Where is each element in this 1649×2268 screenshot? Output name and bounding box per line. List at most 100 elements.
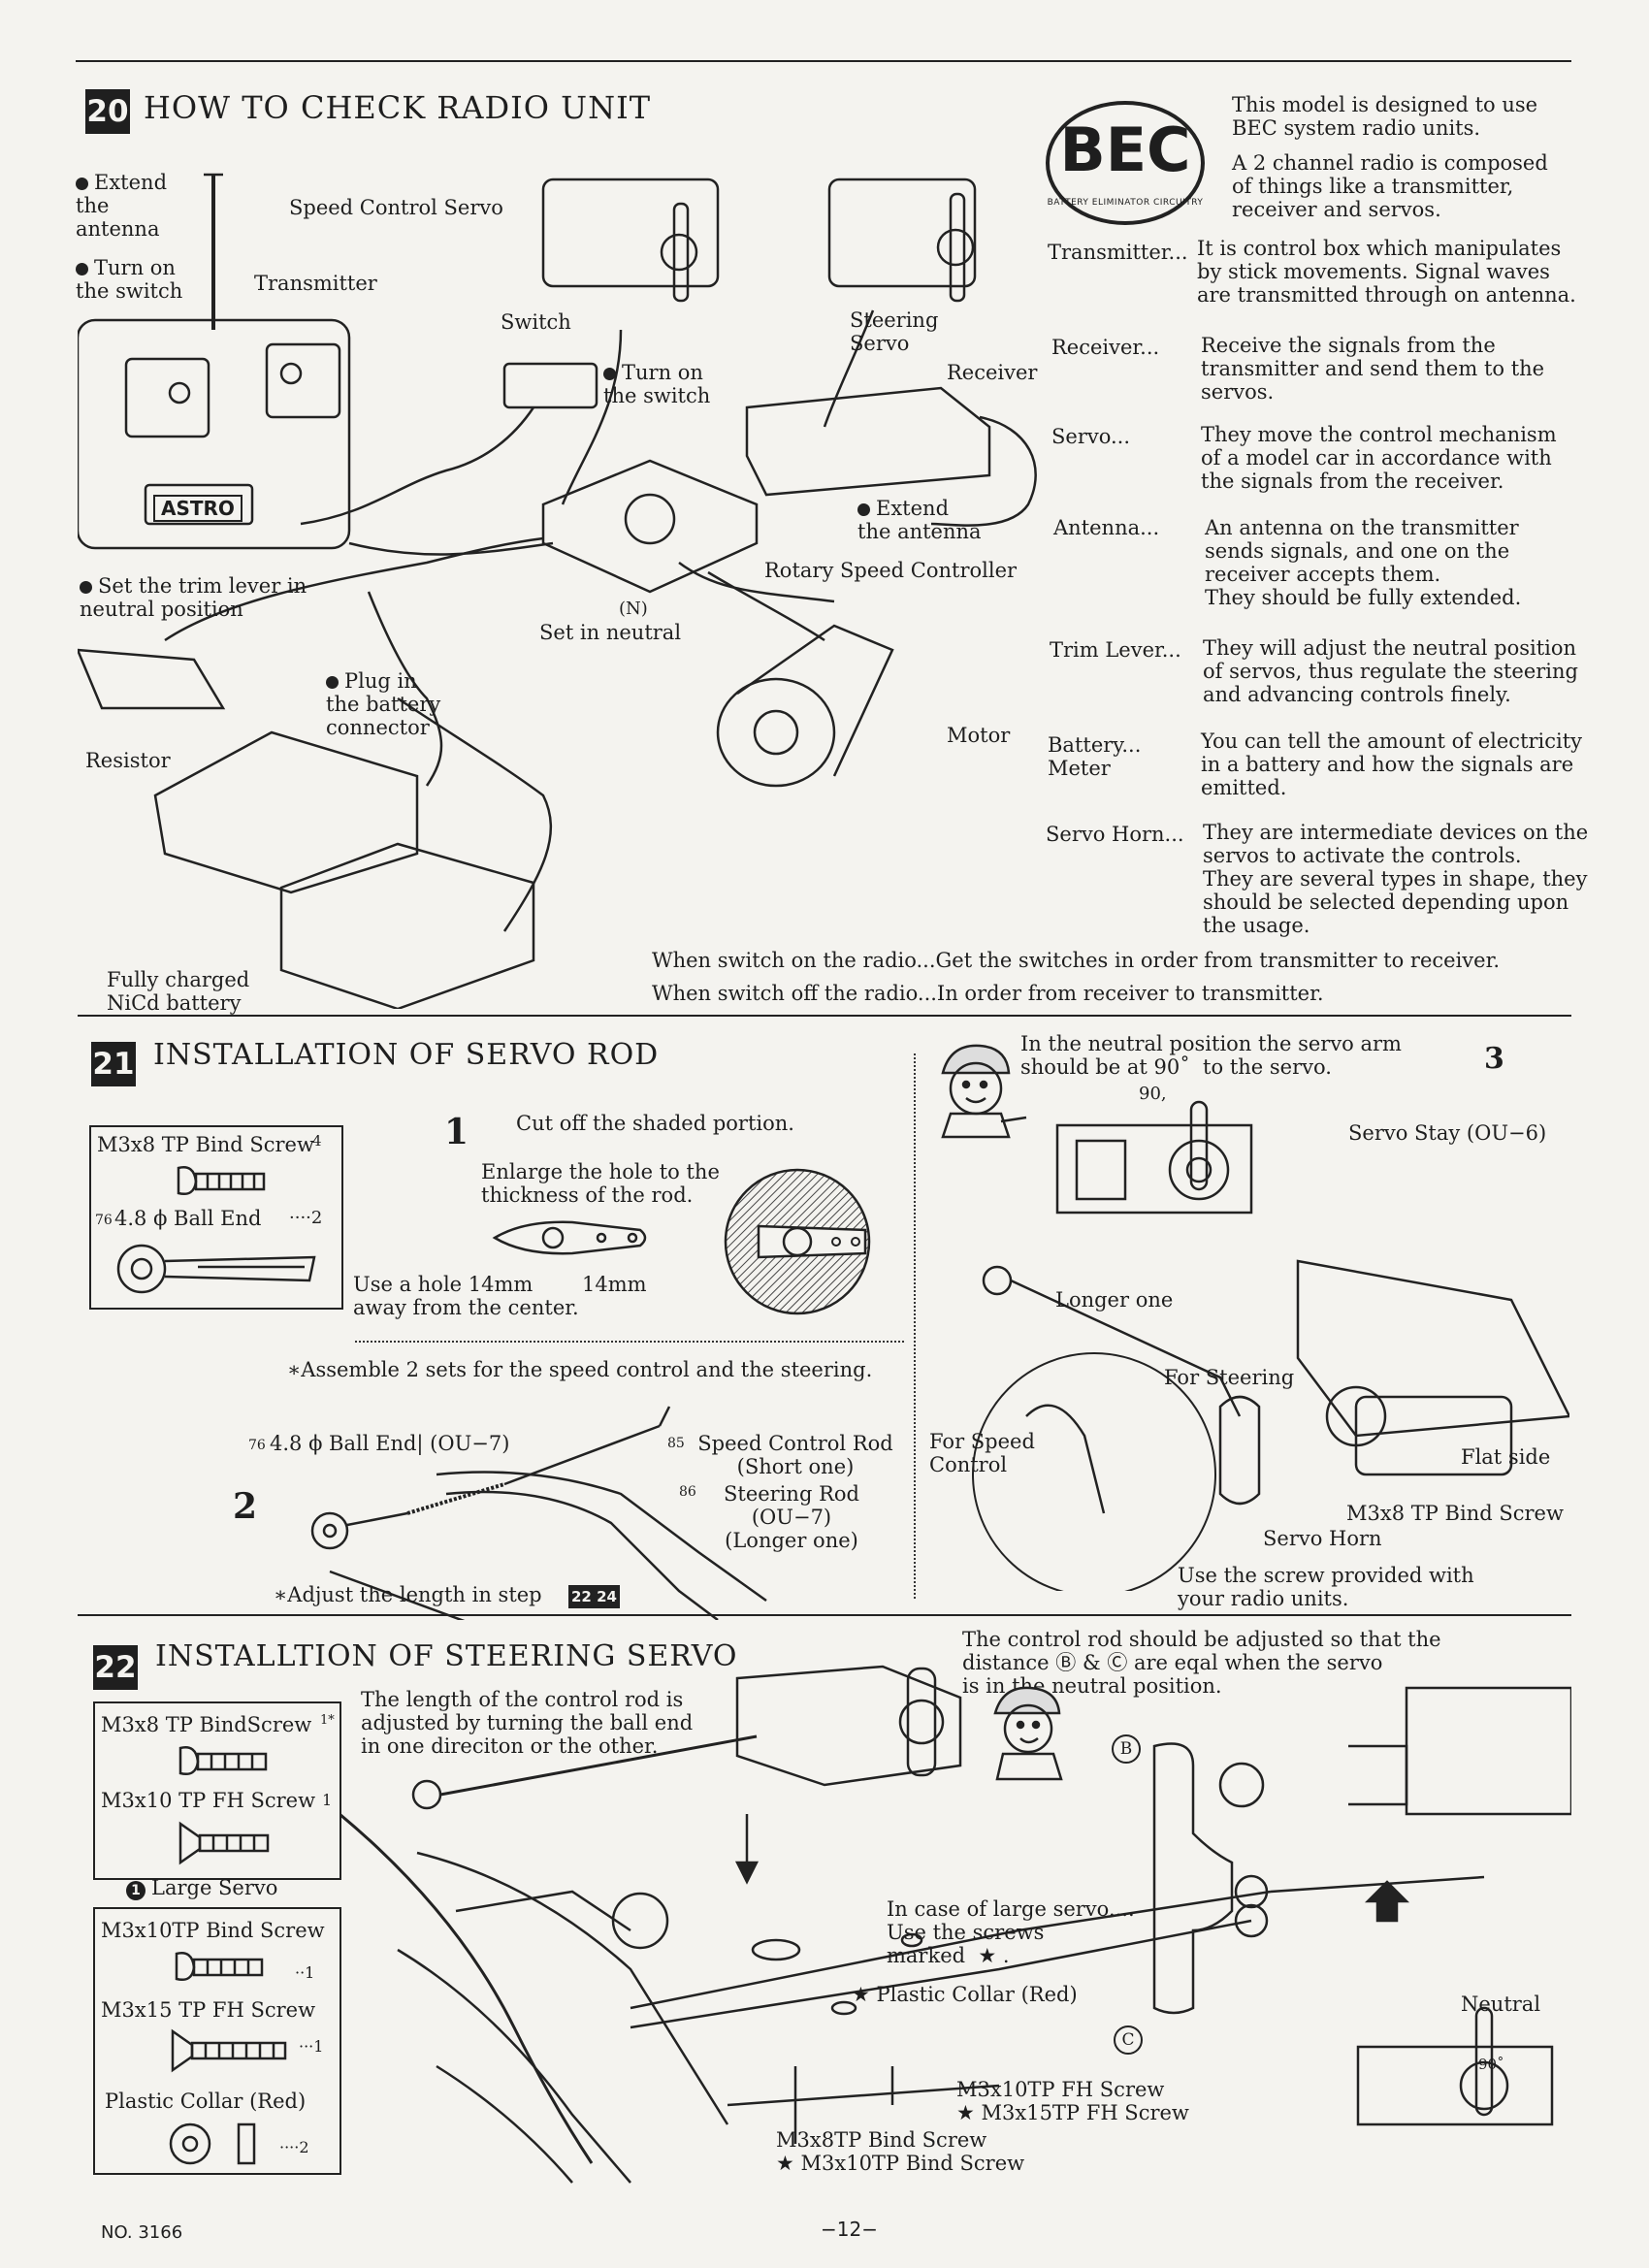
bullet-icon [76,178,88,190]
steering-rod-ref: 86 [679,1484,696,1500]
label-speed-control-servo: Speed Control Servo [289,196,503,219]
part-ballend-ref: 76 [95,1213,113,1228]
label-extend-antenna-2: Extend the antenna [857,497,982,543]
glossary-definition: They will adjust the neutral position of… [1203,636,1578,706]
step-1-number: 1 [444,1112,469,1152]
bec-logo-ring-text: BATTERY ELIMINATOR CIRCUITRY [1047,198,1204,208]
part-plastic-collar-label: Plastic Collar (Red) [105,2090,307,2113]
glossary-term: Servo... [1051,425,1131,448]
bind-screws-note: M3x8TP Bind Screw ★ M3x10TP Bind Screw [776,2128,1025,2175]
section-21-title: INSTALLATION OF SERVO ROD [153,1038,660,1072]
label-n-mark: (N) [619,599,648,619]
mm14-label: 14mm [582,1273,647,1296]
top-rule [76,60,1571,62]
part-m3x10-bind-label: M3x10TP Bind Screw [101,1919,325,1942]
section-22-number: 22 [93,1645,138,1690]
step-3-number: 3 [1484,1042,1504,1076]
glossary-term: Servo Horn... [1046,823,1184,846]
servo-horn-cut-diagram [724,1168,871,1315]
part-m3x10-bind-qty: ··1 [295,1963,315,1982]
part-m3x10-fh-label: M3x10 TP FH Screw [101,1789,316,1812]
part-screw-label: M3x8 TP Bind Screw [97,1133,314,1156]
label-turn-on-switch: Turn on the switch [76,256,183,303]
label-resistor: Resistor [85,749,171,772]
rod-length-note: The length of the control rod is adjuste… [361,1688,694,1758]
switch-off-order: When switch off the radio...In order fro… [652,982,1324,1005]
bec-paragraph-2: A 2 channel radio is composed of things … [1232,151,1548,221]
glossary-definition: You can tell the amount of electricity i… [1201,729,1583,799]
footer-model-number: NO. 3166 [101,2222,183,2243]
glossary-term: Antenna... [1053,516,1160,539]
glossary-definition: They are intermediate devices on the ser… [1203,821,1589,937]
use-screw-note: Use the screw provided with your radio u… [1178,1564,1474,1610]
part-m3x15-fh-label: M3x15 TP FH Screw [101,1998,316,2022]
distance-b-marker: B [1112,1734,1141,1764]
mascot-icon [941,1044,1027,1139]
m3x8-bind-screw-label: M3x8 TP Bind Screw [1346,1502,1564,1525]
large-servo-number: 1 [126,1881,146,1900]
part-plastic-collar-qty: ····2 [279,2138,309,2156]
screw-icon [177,1166,266,1195]
glossary-term: Battery... Meter [1048,733,1142,780]
glossary-term: Trim Lever... [1050,638,1181,662]
label-transmitter: Transmitter [254,272,377,295]
label-extend-antenna: Extend the antenna [76,171,168,241]
label-motor: Motor [947,724,1011,747]
fh-screws-note: M3x10TP FH Screw ★ M3x15TP FH Screw [956,2078,1189,2124]
glossary-definition: An antenna on the transmitter sends sign… [1205,516,1522,609]
step-2-number: 2 [233,1486,258,1527]
servo-arm-sketch [492,1220,647,1255]
glossary-term: Transmitter... [1048,241,1188,264]
bec-logo: BEC BATTERY ELIMINATOR CIRCUITRY [1046,101,1205,225]
part-m3x8-bind-label: M3x8 TP BindScrew [101,1713,312,1736]
large-servo-note: In case of large servo.... Use the screw… [887,1897,1135,1967]
radio-unit-diagram [78,173,1037,1009]
fh-screw-icon [178,1821,270,1865]
hole-14mm-note: Use a hole 14mm away from the center. [353,1273,579,1319]
bec-paragraph-1: This model is designed to use BEC system… [1232,93,1538,140]
section-22-rule [78,1614,1571,1616]
plastic-collar-note: ★ Plastic Collar (Red) [852,1983,1078,2006]
pliers-rod-diagram [310,1406,767,1620]
label-receiver: Receiver [947,361,1038,384]
ball-end-ref: 76 [248,1438,266,1453]
adjust-note: ∗Adjust the length in step [274,1583,542,1606]
ball-end-label: 4.8 ϕ Ball End| (OU−7) [270,1432,510,1455]
part-m3x15-fh-qty: ···1 [299,2037,324,2056]
part-m3x8-bind-qty: 1* [320,1713,335,1728]
bind-screw-icon [178,1746,268,1775]
step-divider [355,1341,904,1343]
flat-side-label: Flat side [1461,1445,1551,1469]
label-steering-servo: Steering Servo [850,308,939,355]
label-set-trim: Set the trim lever in neutral position [80,574,307,621]
section-21-rule [78,1015,1571,1017]
transmitter-brand: ASTRO [153,495,242,522]
part-m3x10-fh-qty: 1 [322,1791,333,1809]
adjust-step-refs: 22 24 [568,1585,620,1608]
for-speed-control-label: For Speed Control [929,1430,1035,1476]
section-20-title: HOW TO CHECK RADIO UNIT [144,89,652,126]
distance-c-marker: C [1114,2025,1143,2055]
servo-neutral-sketch [1055,1100,1253,1215]
section-21-vertical-divider [914,1053,916,1599]
adjust-distance-note: The control rod should be adjusted so th… [962,1628,1441,1698]
glossary-term: Receiver... [1051,336,1160,359]
servo-horn-label: Servo Horn [1263,1527,1382,1550]
glossary-definition: Receive the signals from the transmitter… [1201,334,1545,404]
label-battery: Fully charged NiCd battery [107,968,250,1015]
section-22-parts-box-2: M3x10TP Bind Screw ··1 M3x15 TP FH Screw… [93,1907,341,2175]
section-21-number: 21 [91,1042,136,1086]
angle-90-label: 90, [1139,1084,1167,1104]
speed-rod-ref: 85 [667,1436,685,1451]
bullet-icon [603,368,616,380]
steering-servo-diagram [340,1665,1571,2184]
label-rotary-speed-controller: Rotary Speed Controller [764,559,1018,582]
mascot-icon [993,1686,1063,1781]
neutral-90-label: 90˚ [1478,2056,1504,2073]
plastic-collar-icon [169,2122,256,2165]
bullet-icon [76,263,88,275]
section-21-parts-box: M3x8 TP Bind Screw 4 76 4.8 ϕ Ball End ·… [89,1125,343,1310]
for-steering-label: For Steering [1164,1366,1295,1389]
cut-off-note: Cut off the shaded portion. [516,1112,794,1135]
